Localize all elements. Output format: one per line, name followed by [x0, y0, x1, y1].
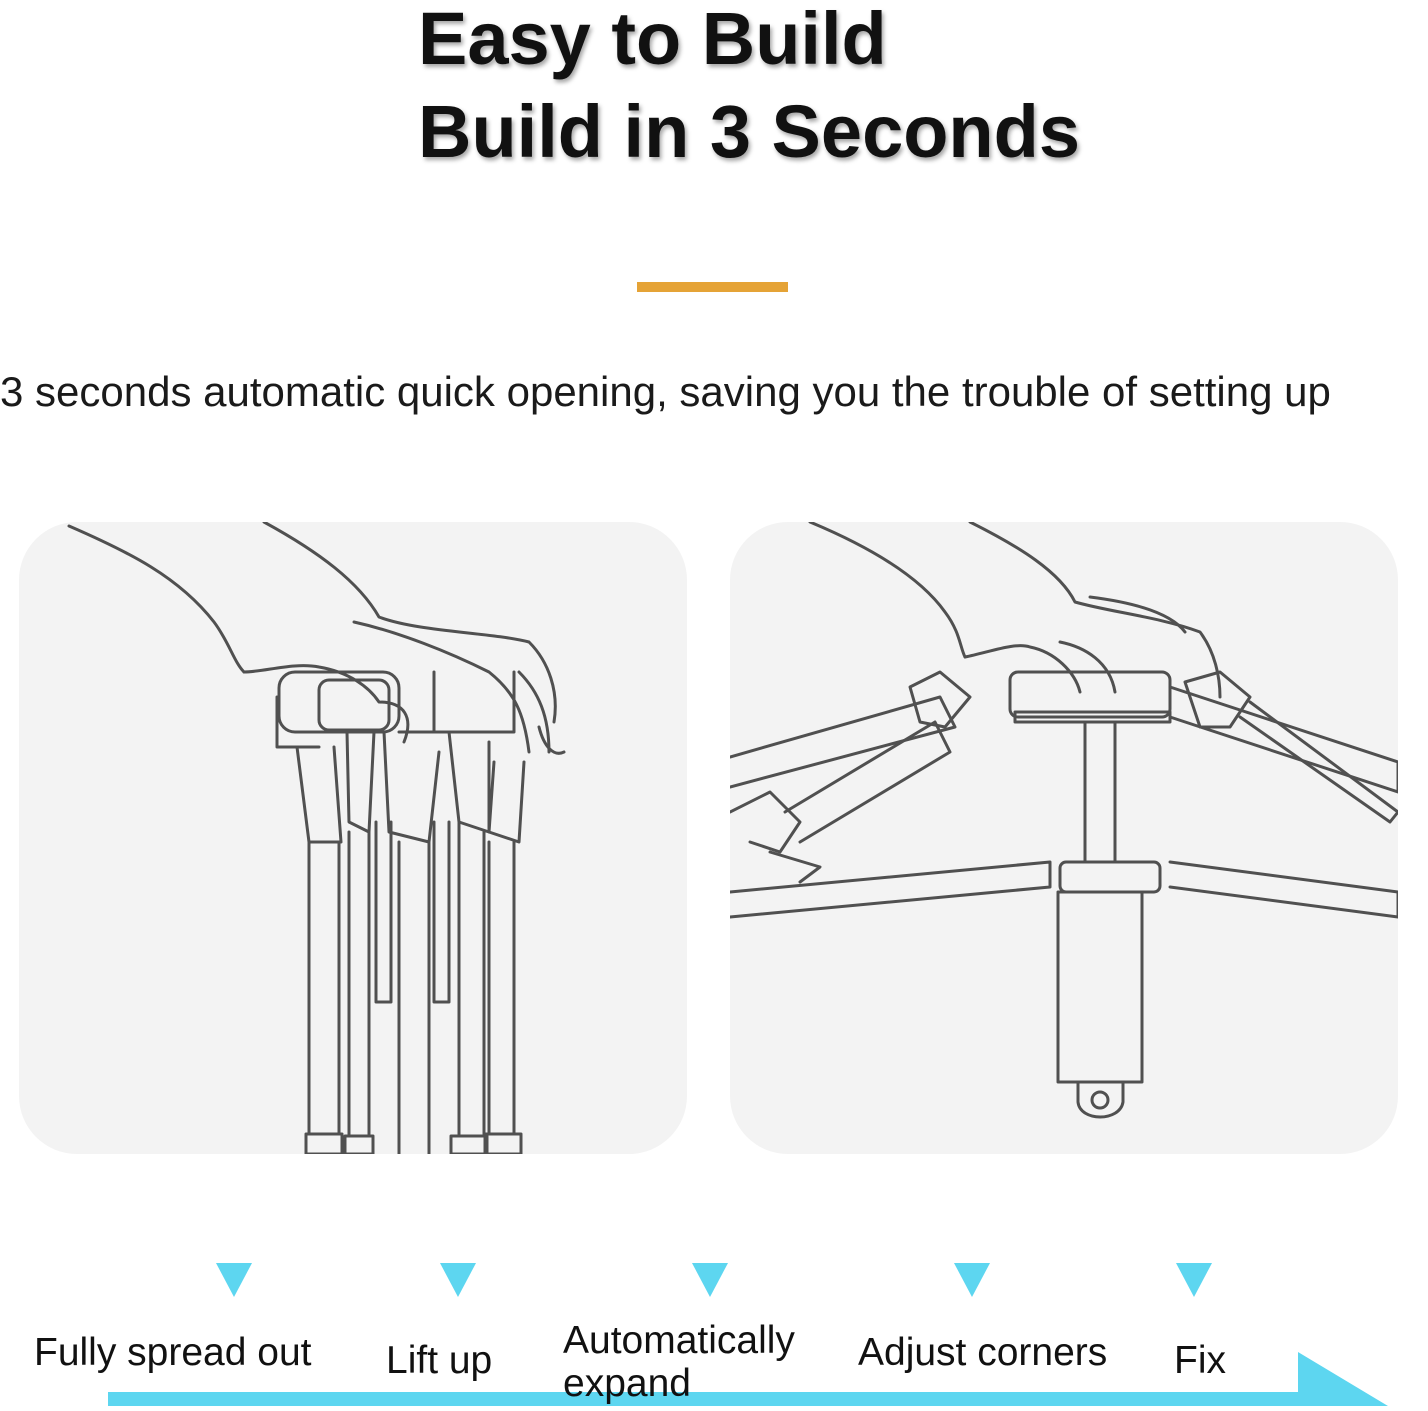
step-label-lift-up: Lift up: [386, 1339, 493, 1382]
step-label-adjust-corners: Adjust corners: [858, 1331, 1108, 1374]
step-label-auto-expand-line2: expand: [563, 1361, 691, 1405]
illustration-folded-frame: [19, 522, 687, 1154]
step-label-auto-expand: Automatically expand: [563, 1319, 795, 1406]
title-line-1: Easy to Build: [418, 0, 887, 80]
subtitle: 3 seconds automatic quick opening, savin…: [0, 368, 1331, 415]
step-marker-icon: [954, 1263, 990, 1297]
step-marker-icon: [692, 1263, 728, 1297]
hand-on-expanded-frame-drawing: [730, 522, 1398, 1119]
title-line-2: Build in 3 Seconds: [418, 90, 1080, 173]
timeline-arrow-icon: [108, 1352, 1388, 1406]
step-label-fix: Fix: [1174, 1339, 1226, 1382]
step-marker-icon: [1176, 1263, 1212, 1297]
accent-divider: [637, 282, 788, 292]
step-marker-icon: [216, 1263, 252, 1297]
step-label-auto-expand-line1: Automatically: [563, 1319, 795, 1362]
step-marker-icon: [440, 1263, 476, 1297]
step-label-spread-out: Fully spread out: [34, 1331, 312, 1374]
illustration-expanded-frame: [730, 522, 1398, 1154]
hand-on-folded-frame-drawing: [67, 522, 566, 1154]
